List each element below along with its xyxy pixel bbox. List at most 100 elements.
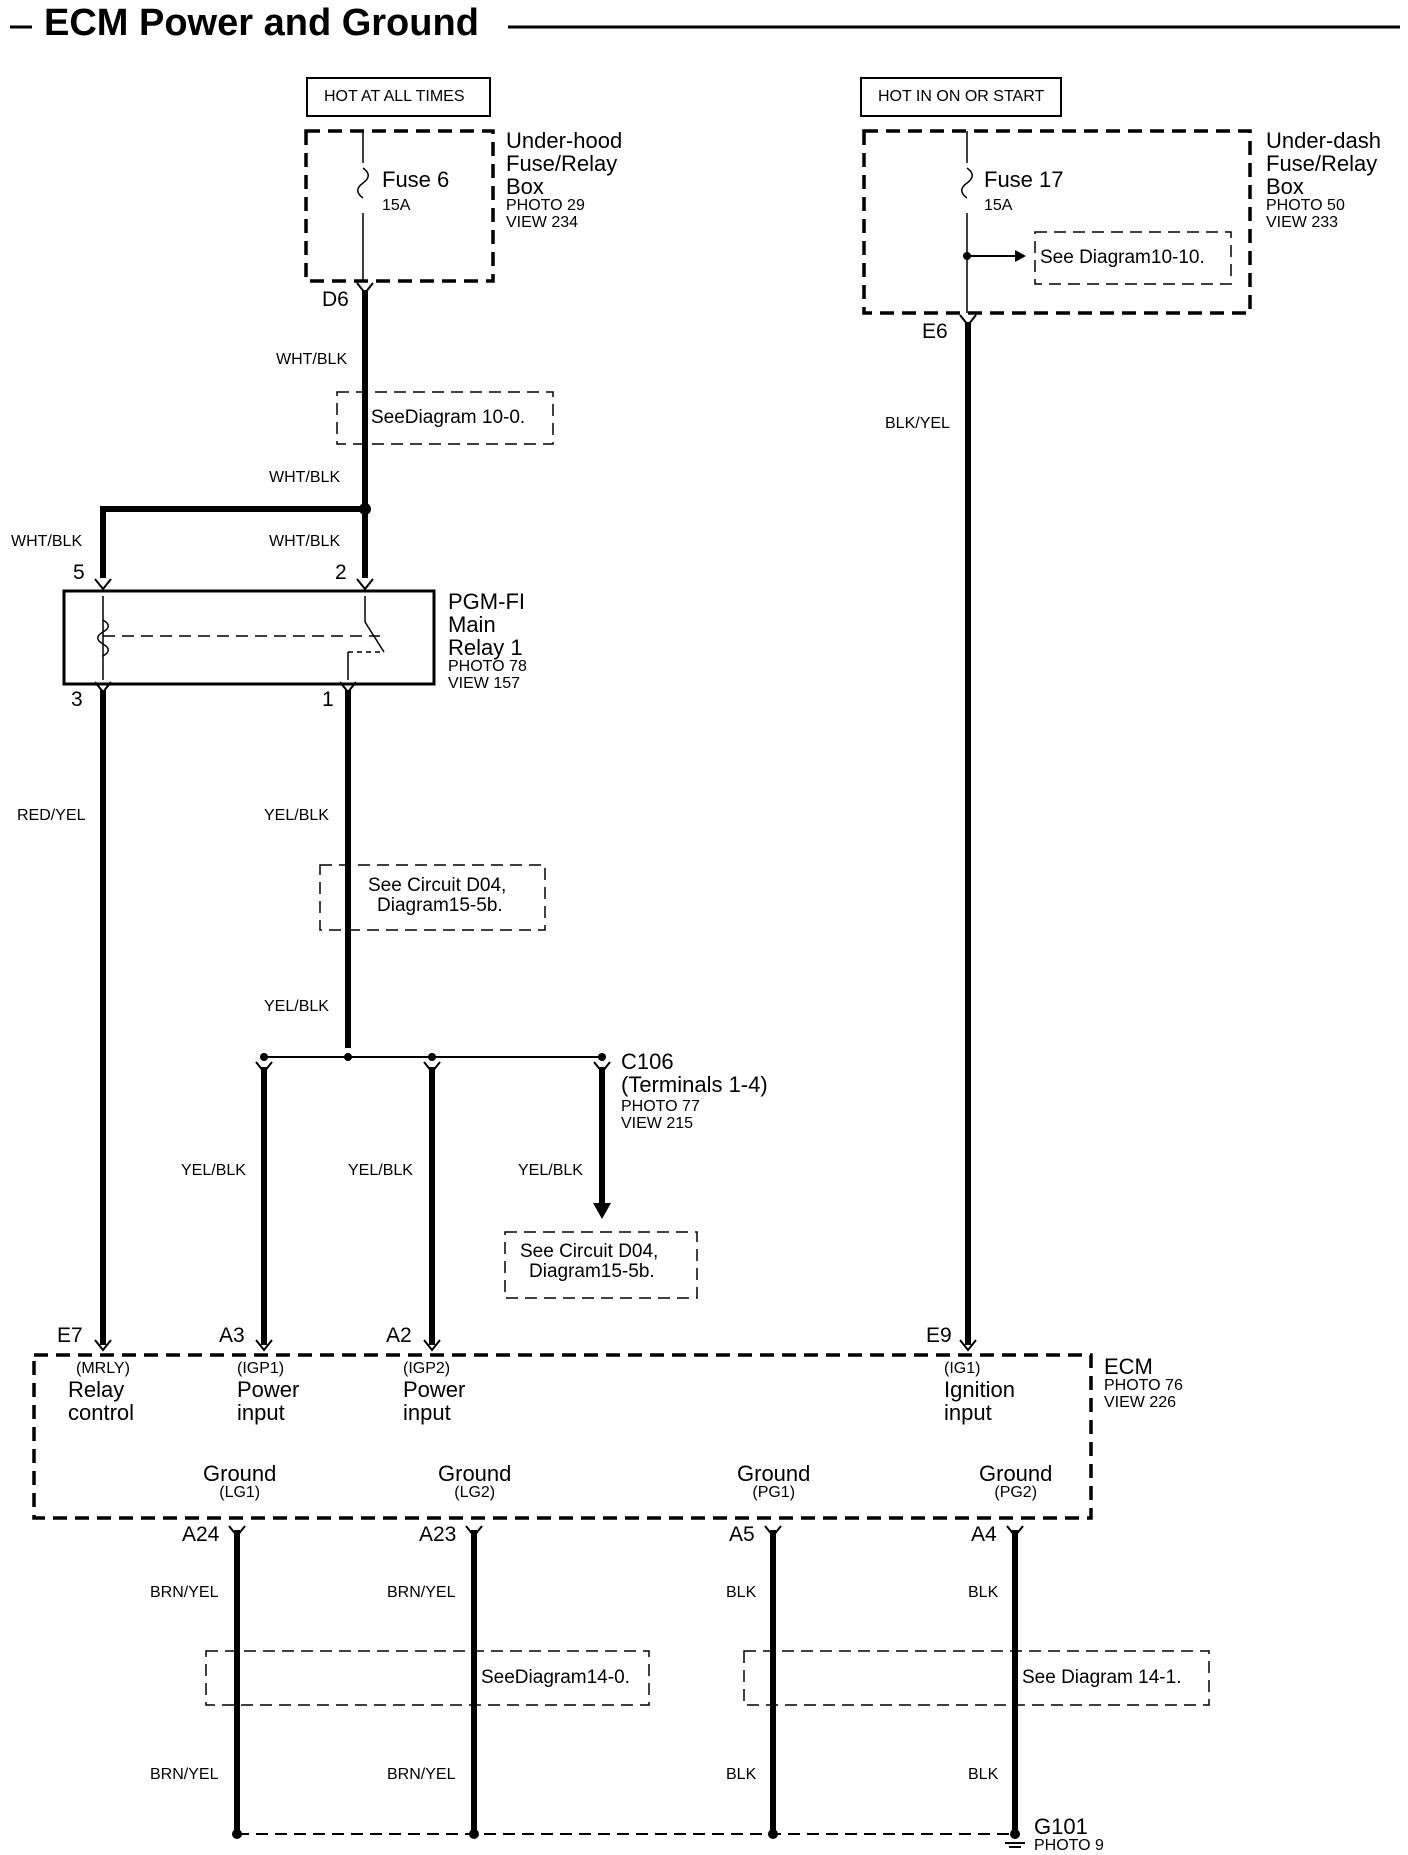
connector-c106-label: C106 (Terminals 1-4) PHOTO 77 VIEW 215: [621, 1050, 768, 1133]
underdash-view: VIEW 233: [1266, 214, 1339, 232]
underdash-name-3: Box: [1266, 174, 1304, 200]
wire-label: BRN/YEL: [387, 1766, 456, 1783]
ref-box-14-1: [743, 1650, 1210, 1706]
splice-dot: [359, 503, 371, 515]
wire-label: BLK: [968, 1766, 999, 1783]
terminal-e6: E6: [922, 320, 948, 343]
underdash-fuse-box: [862, 129, 1252, 315]
ref-diagram-14-0[interactable]: SeeDiagram14-0.: [481, 1667, 630, 1688]
relay-photo: PHOTO 78: [448, 658, 527, 676]
relay-terminal-3: 3: [71, 688, 83, 711]
wire-label: BLK: [726, 1584, 757, 1601]
ecm-ground-label: Ground: [203, 1461, 277, 1486]
ecm-ground-code: (PG1): [752, 1484, 796, 1502]
ecm-input-line2: control: [68, 1399, 135, 1425]
ref-circuit-d04-b[interactable]: See Circuit D04, Diagram15-5b.: [520, 1242, 658, 1282]
ecm-ground-pg1: Ground (PG1): [737, 1462, 810, 1502]
ground-point-name: G101: [1034, 1814, 1088, 1839]
relay-terminal-5: 5: [73, 561, 85, 584]
terminal-d6: D6: [322, 288, 349, 311]
ecm-photo: PHOTO 76: [1104, 1377, 1183, 1395]
ecm-input-line2: input: [944, 1399, 992, 1425]
ref-circuit-d04-a-line2: Diagram15-5b.: [377, 894, 503, 916]
wire-label: BLK: [726, 1766, 757, 1783]
ecm-box: [32, 1353, 1093, 1520]
terminal-a23: A23: [419, 1523, 457, 1546]
arrow-down-icon: [593, 1203, 611, 1219]
ref-circuit-d04-b-line2: Diagram15-5b.: [529, 1260, 655, 1282]
underdash-name-1: Under-dash: [1266, 128, 1381, 153]
hot-at-all-times-label: HOT AT ALL TIMES: [324, 88, 465, 105]
relay-label: PGM-FI Main Relay 1 PHOTO 78 VIEW 157: [448, 590, 527, 693]
wire-label: WHT/BLK: [11, 533, 83, 550]
fuse-6-rating: 15A: [382, 197, 411, 214]
ecm-input-line1: Power: [403, 1376, 466, 1402]
ref-circuit-d04-b-line1: See Circuit D04,: [520, 1241, 659, 1262]
relay-name-3: Relay 1: [448, 635, 523, 661]
fuse-6-name: Fuse 6: [382, 167, 450, 192]
ecm-input-igp1: (IGP1) Power input: [237, 1360, 299, 1425]
terminal-a24: A24: [182, 1523, 220, 1546]
ref-circuit-d04-a[interactable]: See Circuit D04, Diagram15-5b.: [368, 876, 506, 916]
wire-label: BLK: [968, 1584, 999, 1601]
ecm-input-code: (IGP2): [403, 1360, 451, 1377]
relay-switch-icon: [364, 621, 385, 653]
ref-diagram-10-0[interactable]: SeeDiagram 10-0.: [371, 407, 526, 428]
ref-box-d04-a: [319, 864, 546, 931]
ecm-ground-code: (LG2): [454, 1484, 496, 1502]
ecm-input-code: (MRLY): [76, 1360, 130, 1377]
fuse-17-rating: 15A: [984, 197, 1013, 214]
underhood-view: VIEW 234: [506, 214, 579, 232]
underhood-name-2: Fuse/Relay: [506, 151, 618, 177]
ref-box-d04-b: [504, 1231, 698, 1299]
underhood-photo: PHOTO 29: [506, 197, 585, 215]
connector-photo: PHOTO 77: [621, 1098, 700, 1116]
ecm-ground-label: Ground: [737, 1461, 811, 1486]
wire-label: WHT/BLK: [276, 351, 348, 368]
connector-view: VIEW 215: [621, 1114, 694, 1132]
ground-point-photo: PHOTO 9: [1034, 1837, 1104, 1855]
relay-terminal-2: 2: [335, 561, 347, 584]
wire-label: YEL/BLK: [264, 998, 329, 1015]
fuse-17-symbol: [961, 167, 973, 199]
ecm-input-mrly: (MRLY) Relay control: [68, 1360, 134, 1424]
wire-label: YEL/BLK: [181, 1162, 246, 1179]
ecm-input-line2: input: [237, 1399, 285, 1425]
ecm-view: VIEW 226: [1104, 1393, 1177, 1411]
ground-point-g101: G101 PHOTO 9: [1034, 1815, 1104, 1855]
ecm-ground-pg2: Ground (PG2): [979, 1462, 1052, 1502]
underhood-name-3: Box: [506, 174, 544, 200]
underhood-box-label: Under-hood Fuse/Relay Box PHOTO 29 VIEW …: [506, 129, 622, 232]
hot-in-on-or-start-label: HOT IN ON OR START: [878, 88, 1045, 105]
fuse-6-symbol: [357, 167, 369, 199]
terminal-a4: A4: [971, 1523, 997, 1546]
arrow-to-ref-icon: [1015, 250, 1026, 262]
underhood-name-1: Under-hood: [506, 128, 623, 153]
ecm-ground-code: (LG1): [219, 1484, 261, 1502]
ecm-ground-label: Ground: [438, 1461, 512, 1486]
wire-label: BLK/YEL: [885, 415, 950, 432]
terminal-e9: E9: [926, 1324, 952, 1347]
ecm-input-line2: input: [403, 1399, 451, 1425]
ecm-input-line1: Ignition: [944, 1376, 1015, 1402]
underdash-photo: PHOTO 50: [1266, 197, 1345, 215]
ref-diagram-14-1[interactable]: See Diagram 14-1.: [1022, 1667, 1182, 1688]
underdash-box-label: Under-dash Fuse/Relay Box PHOTO 50 VIEW …: [1266, 129, 1381, 232]
underdash-name-2: Fuse/Relay: [1266, 151, 1378, 177]
ref-circuit-d04-a-line1: See Circuit D04,: [368, 875, 507, 896]
ecm-name: ECM: [1104, 1354, 1153, 1379]
page-title: ECM Power and Ground: [44, 2, 479, 44]
ref-diagram-10-10[interactable]: See Diagram10-10.: [1040, 247, 1205, 268]
ecm-input-line1: Relay: [68, 1376, 125, 1402]
connector-name: C106: [621, 1049, 674, 1074]
wire-label: YEL/BLK: [264, 807, 329, 824]
underhood-fuse-box: [304, 129, 495, 283]
ecm-input-ig1: (IG1) Ignition input: [944, 1360, 1015, 1425]
wire-label: BRN/YEL: [387, 1584, 456, 1601]
wire-label: WHT/BLK: [269, 469, 341, 486]
relay-box: [62, 589, 436, 686]
ecm-input-code: (IG1): [944, 1360, 981, 1377]
ecm-label: ECM PHOTO 76 VIEW 226: [1104, 1355, 1183, 1412]
terminal-e7: E7: [57, 1324, 83, 1347]
